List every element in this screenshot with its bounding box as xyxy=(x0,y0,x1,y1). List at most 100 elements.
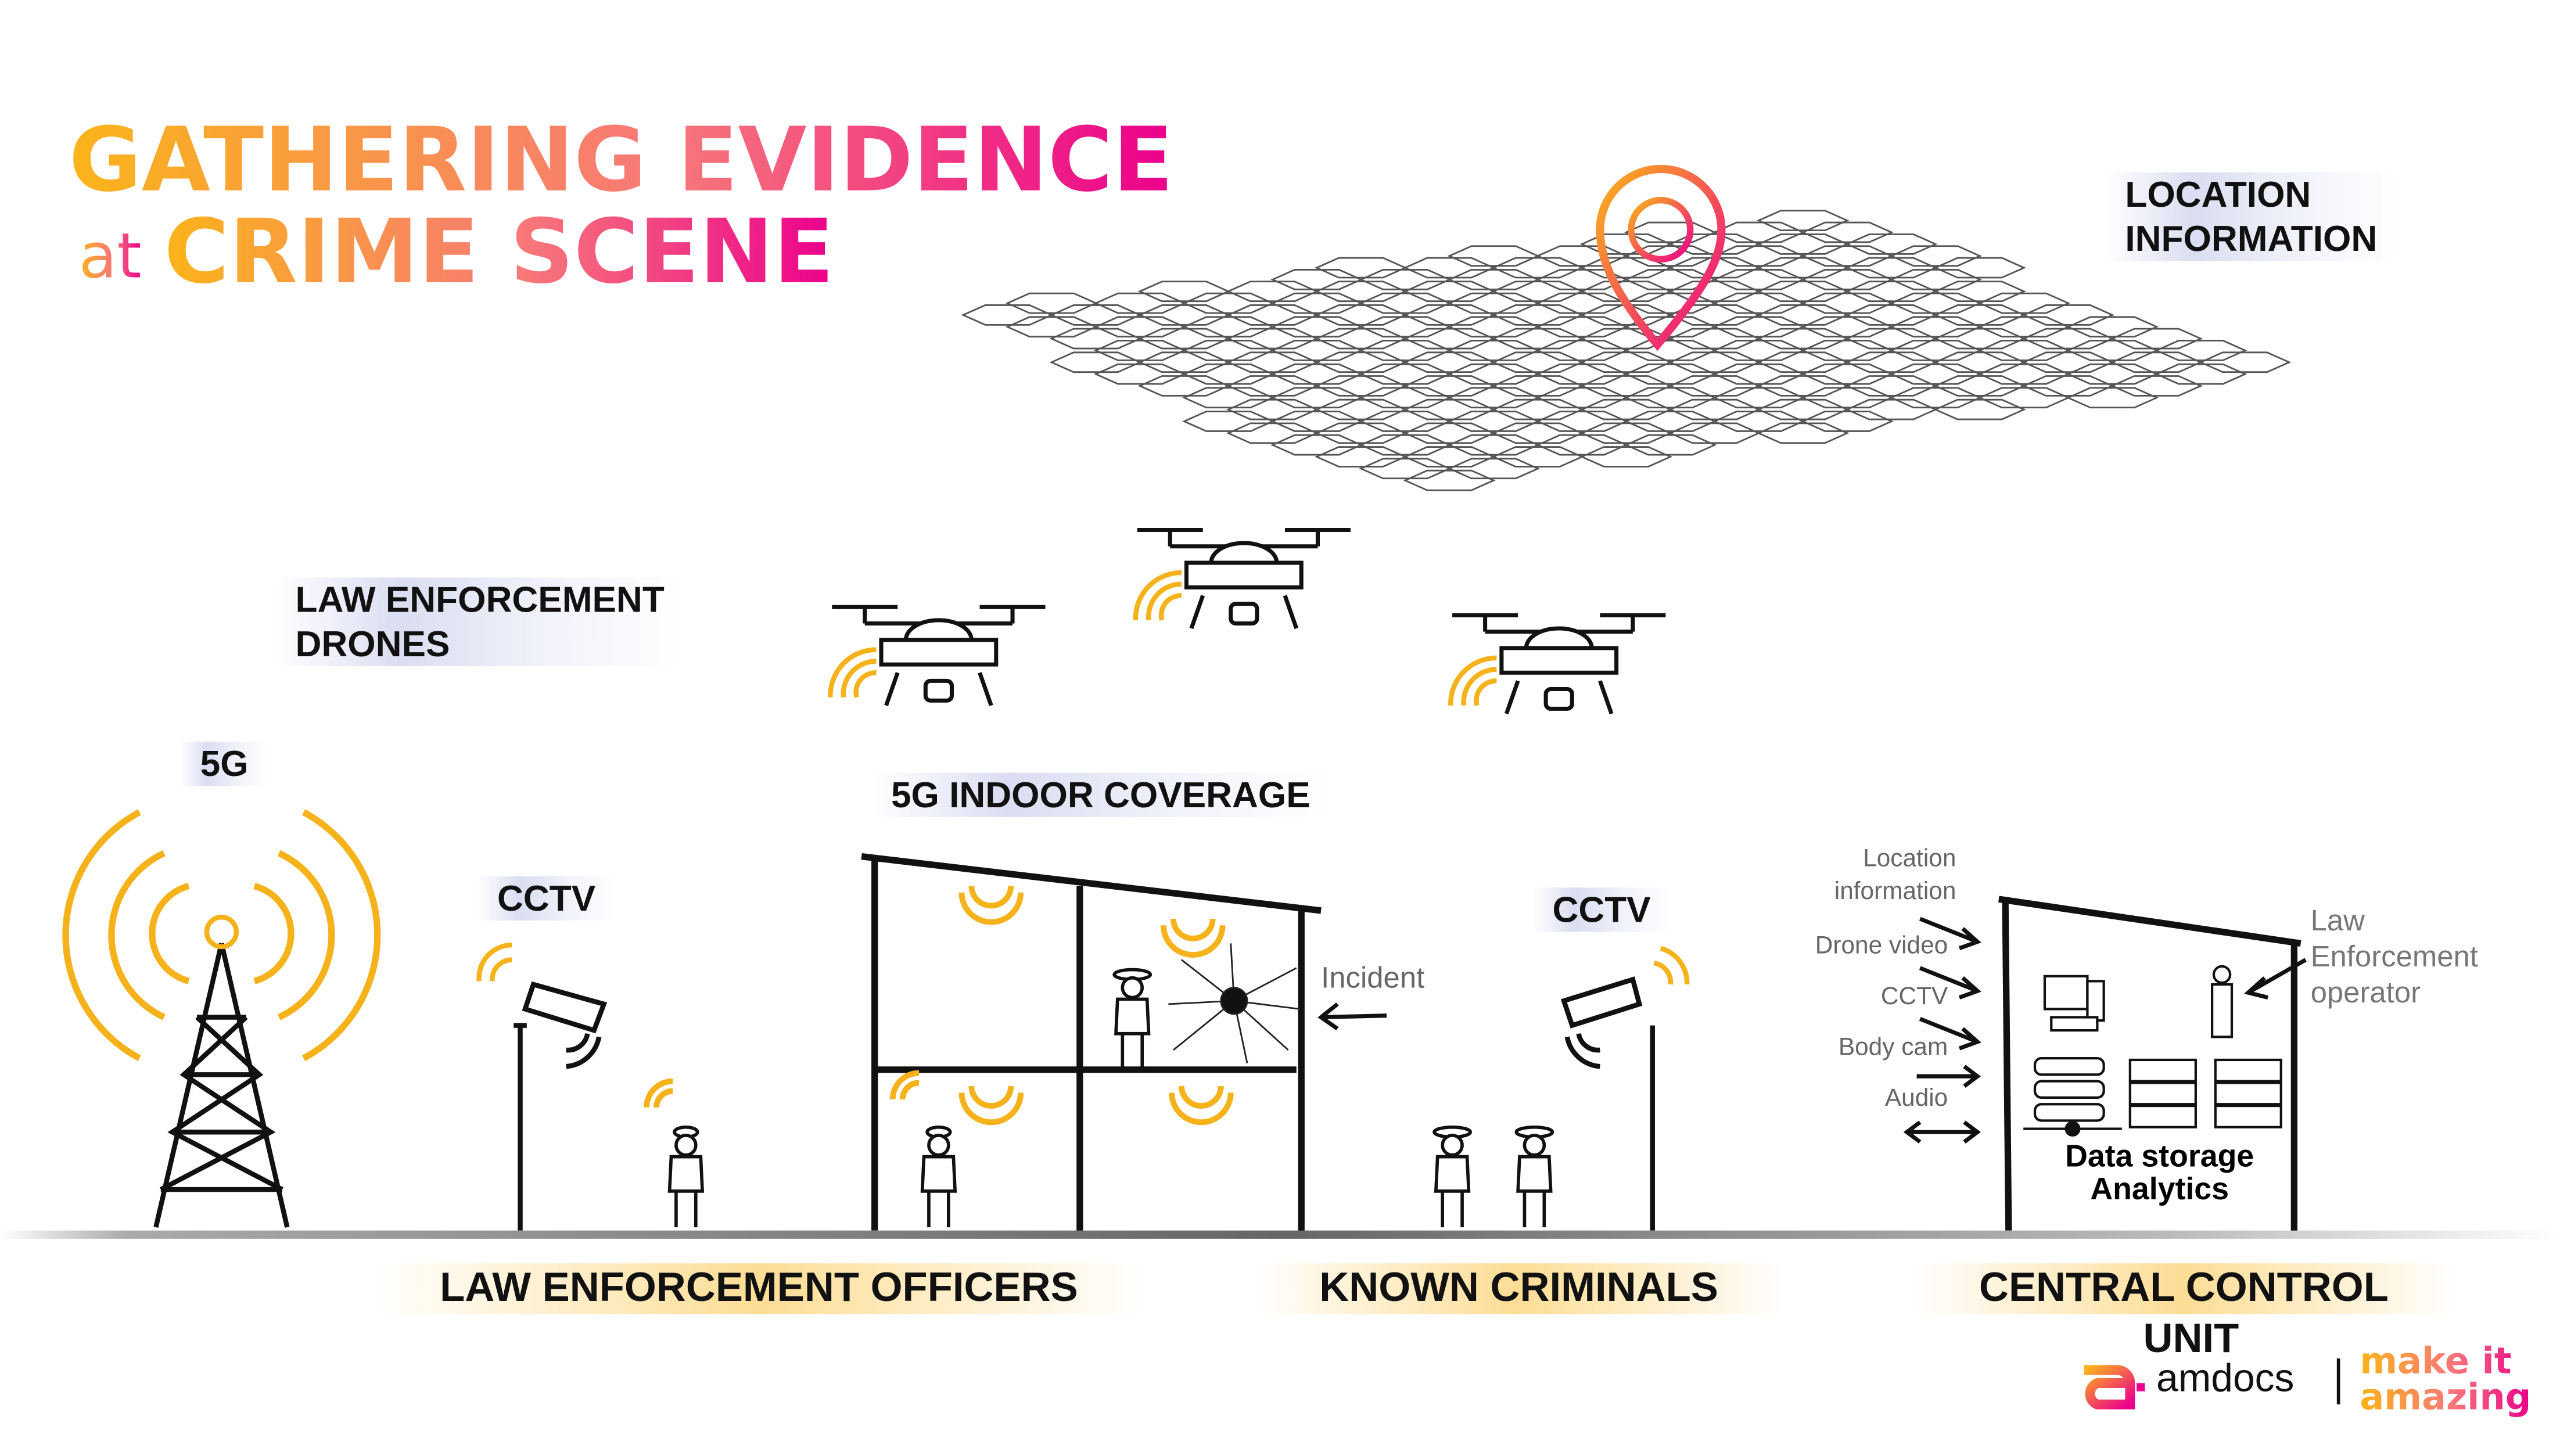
hex-cell xyxy=(1668,398,1761,420)
hex-cell xyxy=(1977,363,2071,385)
hex-cell xyxy=(1359,458,1452,480)
hex-cell xyxy=(1403,422,1496,444)
hex-cell xyxy=(1933,351,2026,373)
hex-cell xyxy=(2066,316,2159,338)
hex-cell xyxy=(2198,351,2292,373)
indoor-building xyxy=(861,853,1322,1234)
hex-cell xyxy=(1403,328,1496,350)
hex-cell xyxy=(1624,387,1717,409)
hex-cell xyxy=(1447,269,1541,290)
hex-cell xyxy=(1535,411,1629,432)
hex-cell xyxy=(1535,340,1629,361)
hex-cell xyxy=(1403,351,1496,373)
criminal-figure-icon xyxy=(1112,968,1152,1070)
hex-cell xyxy=(1845,257,1938,279)
hex-cell xyxy=(1977,292,2071,314)
hex-cell xyxy=(2066,340,2159,361)
hex-cell xyxy=(1933,398,2026,420)
hex-cell xyxy=(1005,316,1098,338)
hex-cell xyxy=(1624,363,1717,385)
hex-cell xyxy=(1447,316,1541,338)
hex-cell xyxy=(1801,221,1894,243)
hex-cell xyxy=(1182,292,1275,314)
drone-icon xyxy=(1448,613,1666,715)
server-rack-icons xyxy=(2023,1057,2282,1137)
input-audio-label: Audio xyxy=(1884,1084,1948,1113)
hex-cell xyxy=(1270,316,1363,338)
hex-cell xyxy=(2154,340,2247,361)
hex-cell xyxy=(2110,351,2203,373)
hex-cell xyxy=(1226,375,1319,397)
hex-cell xyxy=(1315,446,1408,468)
hex-cell xyxy=(1712,340,1805,361)
hex-cell xyxy=(1756,398,1850,420)
hex-cell xyxy=(1712,221,1805,243)
hex-cell xyxy=(1712,269,1805,290)
hex-cell xyxy=(1315,328,1408,350)
hex-cell xyxy=(1315,398,1408,420)
hex-cell xyxy=(1801,292,1894,314)
hex-cell xyxy=(1447,387,1541,409)
cctv-camera-right-icon xyxy=(1560,945,1690,1231)
title-at: at xyxy=(78,220,142,292)
hex-cell xyxy=(1845,398,1938,420)
hex-cell xyxy=(2066,387,2159,409)
hex-cell xyxy=(1756,422,1850,444)
hex-cell xyxy=(1668,328,1761,350)
drone-icon xyxy=(1133,527,1351,630)
hex-cell xyxy=(1624,411,1717,432)
hex-cell xyxy=(1801,316,1894,338)
hex-cell xyxy=(1226,304,1319,326)
hex-cell xyxy=(1579,233,1673,255)
hex-cell xyxy=(1579,422,1673,444)
hex-cell xyxy=(1668,422,1761,444)
incident-arrow xyxy=(1317,1002,1387,1031)
hex-cell xyxy=(1049,328,1143,350)
hex-cell xyxy=(2022,351,2114,373)
hex-cell xyxy=(1845,281,1938,303)
operator-person-icon xyxy=(2210,965,2234,1038)
hex-cell xyxy=(1756,257,1850,279)
hex-cell xyxy=(1624,434,1717,456)
hex-cell xyxy=(1756,351,1850,373)
officer-figure-icon xyxy=(920,1125,957,1228)
amdocs-logo-text: amdocs xyxy=(2156,1357,2295,1401)
hex-cell xyxy=(1801,340,1894,361)
hex-cell xyxy=(1491,351,1584,373)
hex-cell xyxy=(1933,328,2026,350)
hex-cell xyxy=(1491,398,1584,420)
computer-icon xyxy=(2043,975,2105,1032)
hex-cell xyxy=(1712,316,1805,338)
hex-cell xyxy=(1889,340,1982,361)
hex-cell xyxy=(1447,363,1541,385)
hex-cell xyxy=(1491,328,1584,350)
hex-cell xyxy=(1889,387,1982,409)
hex-cell xyxy=(1845,375,1938,397)
hex-cell xyxy=(1270,363,1363,385)
hex-cell xyxy=(1182,316,1275,338)
hex-cell xyxy=(1182,340,1275,361)
hex-cell xyxy=(1403,398,1496,420)
hex-cell xyxy=(1712,292,1805,314)
hex-cell xyxy=(1756,304,1850,326)
hex-cell xyxy=(961,304,1054,326)
hex-cell xyxy=(1756,281,1850,303)
hex-cell xyxy=(1447,245,1541,267)
hex-cell xyxy=(1359,387,1452,409)
hex-cell xyxy=(1447,340,1541,361)
hex-cell xyxy=(1491,257,1584,279)
hex-cell xyxy=(1579,375,1673,397)
hex-cell xyxy=(1977,340,2071,361)
hex-cell xyxy=(1359,411,1452,432)
hex-cell xyxy=(1491,446,1584,468)
central-control-building xyxy=(1998,896,2302,1234)
hex-cell xyxy=(1535,387,1629,409)
hex-cell xyxy=(1977,316,2071,338)
hex-cell xyxy=(1270,434,1363,456)
hex-cell xyxy=(1359,434,1452,456)
hex-cell xyxy=(1889,292,1982,314)
hex-cell xyxy=(1845,233,1938,255)
